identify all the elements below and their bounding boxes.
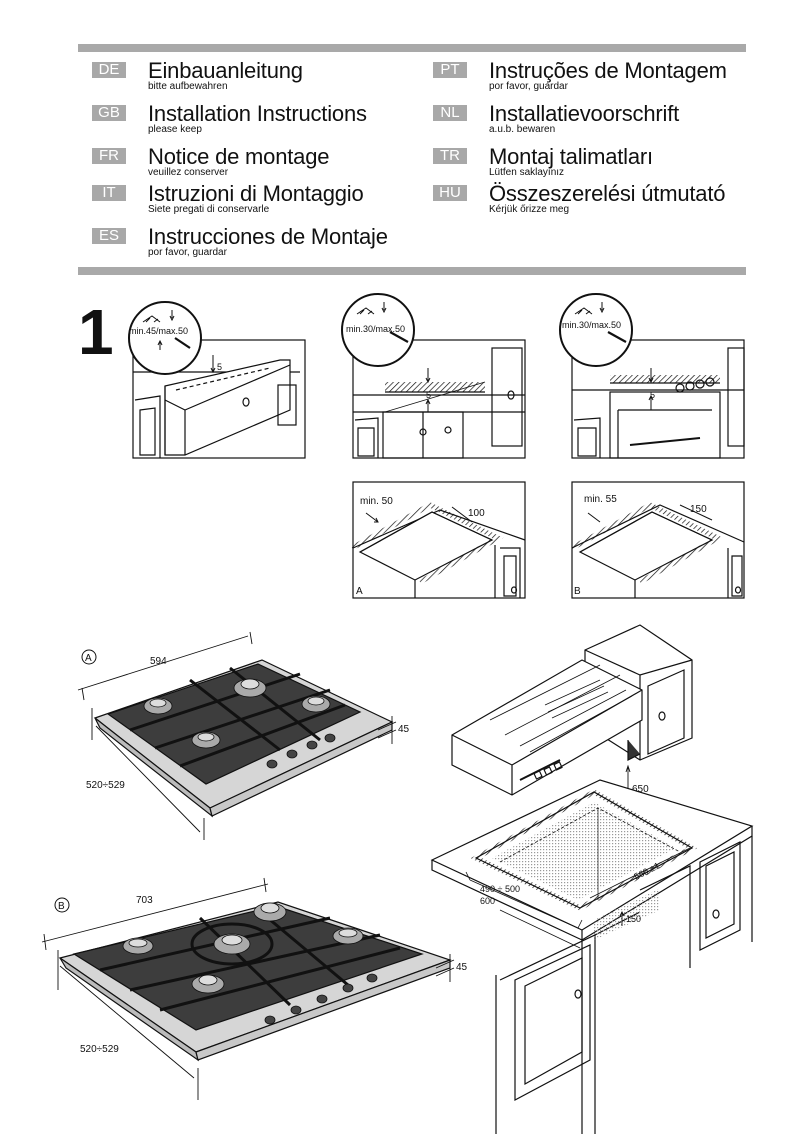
- cutout-b-min-label: min. 55: [584, 494, 617, 505]
- language-code: GB: [92, 105, 126, 121]
- hob-a-depth-label: 520÷529: [86, 780, 125, 791]
- middle-clearance-label: min.30/max.50: [346, 324, 405, 334]
- language-code: PT: [433, 62, 467, 78]
- language-subtitle: Siete pregati di conservarle: [148, 204, 270, 215]
- language-title: Montaj talimatları: [489, 144, 653, 169]
- oven-gap-label: 5: [650, 390, 655, 400]
- language-title: Instrucciones de Montaje: [148, 224, 388, 249]
- cutout-a-diagram: min. 50 100 A: [350, 481, 526, 599]
- oven-clearance-label: min.30/max.50: [562, 320, 621, 330]
- language-code: NL: [433, 105, 467, 121]
- hob-b-diagram: B 703 520÷529 45: [41, 877, 468, 1100]
- cabinet-clearance-diagram: min.30/max.50 5: [341, 293, 526, 459]
- language-subtitle: por favor, guardar: [148, 247, 227, 258]
- hob-b-depth-label: 520÷529: [80, 1044, 119, 1055]
- rear-gap-label: 150: [626, 914, 641, 924]
- hob-a-marker: A: [85, 653, 92, 664]
- language-subtitle: Lütfen saklayınız: [489, 167, 565, 178]
- language-subtitle: por favor, guardar: [489, 81, 568, 92]
- language-code: ES: [92, 228, 126, 244]
- cutout-b-side-label: 150: [690, 504, 707, 515]
- cutout-a-letter: A: [356, 586, 363, 597]
- drawer-clearance-diagram: min.45/max.50 5: [128, 301, 306, 459]
- language-code: TR: [433, 148, 467, 164]
- oven-clearance-diagram: min.30/max.50 5: [559, 293, 745, 459]
- figure-number: 1: [78, 296, 114, 368]
- cutout-a-side-label: 100: [468, 508, 485, 519]
- worktop-depth-label: 600: [480, 896, 495, 906]
- cut-depth-label: 490 ÷ 500: [480, 884, 520, 894]
- language-code: HU: [433, 185, 467, 201]
- hood-gap-label: 650: [632, 784, 649, 795]
- hob-a-width-label: 594: [150, 656, 167, 667]
- language-title: Összeszerelési útmutató: [489, 181, 726, 206]
- language-code: DE: [92, 62, 126, 78]
- language-title: Installation Instructions: [148, 101, 367, 126]
- top-rule: [78, 44, 746, 52]
- language-code: FR: [92, 148, 126, 164]
- cutout-b-letter: B: [574, 586, 581, 597]
- language-subtitle: veuillez conserver: [148, 167, 229, 178]
- language-subtitle: a.u.b. bewaren: [489, 124, 556, 135]
- hob-a-height-label: 45: [398, 724, 410, 735]
- language-title: Einbauanleitung: [148, 58, 303, 83]
- worktop-installation-diagram: 650 490 ÷ 500 600 560 ±1 150: [430, 624, 754, 1134]
- bottom-rule: [78, 267, 746, 275]
- drawer-gap-label: 5: [217, 362, 222, 372]
- language-subtitle: Kérjük őrizze meg: [489, 204, 570, 215]
- cutout-a-min-label: min. 50: [360, 496, 393, 507]
- hob-a-diagram: A 594 520÷529 45: [77, 631, 410, 840]
- cutout-b-diagram: min. 55 150 B: [570, 481, 745, 599]
- hob-b-width-label: 703: [136, 895, 153, 906]
- language-title: Istruzioni di Montaggio: [148, 181, 364, 206]
- language-code: IT: [92, 185, 126, 201]
- language-subtitle: please keep: [148, 124, 202, 135]
- language-subtitle: bitte aufbewahren: [148, 81, 228, 92]
- drawer-clearance-label: min.45/max.50: [129, 326, 188, 336]
- middle-gap-label: 5: [426, 390, 431, 400]
- language-title: Notice de montage: [148, 144, 330, 169]
- hob-b-marker: B: [58, 901, 65, 912]
- hob-b-height-label: 45: [456, 962, 468, 973]
- language-title: Installatievoorschrift: [489, 101, 680, 126]
- language-title: Instruções de Montagem: [489, 58, 727, 83]
